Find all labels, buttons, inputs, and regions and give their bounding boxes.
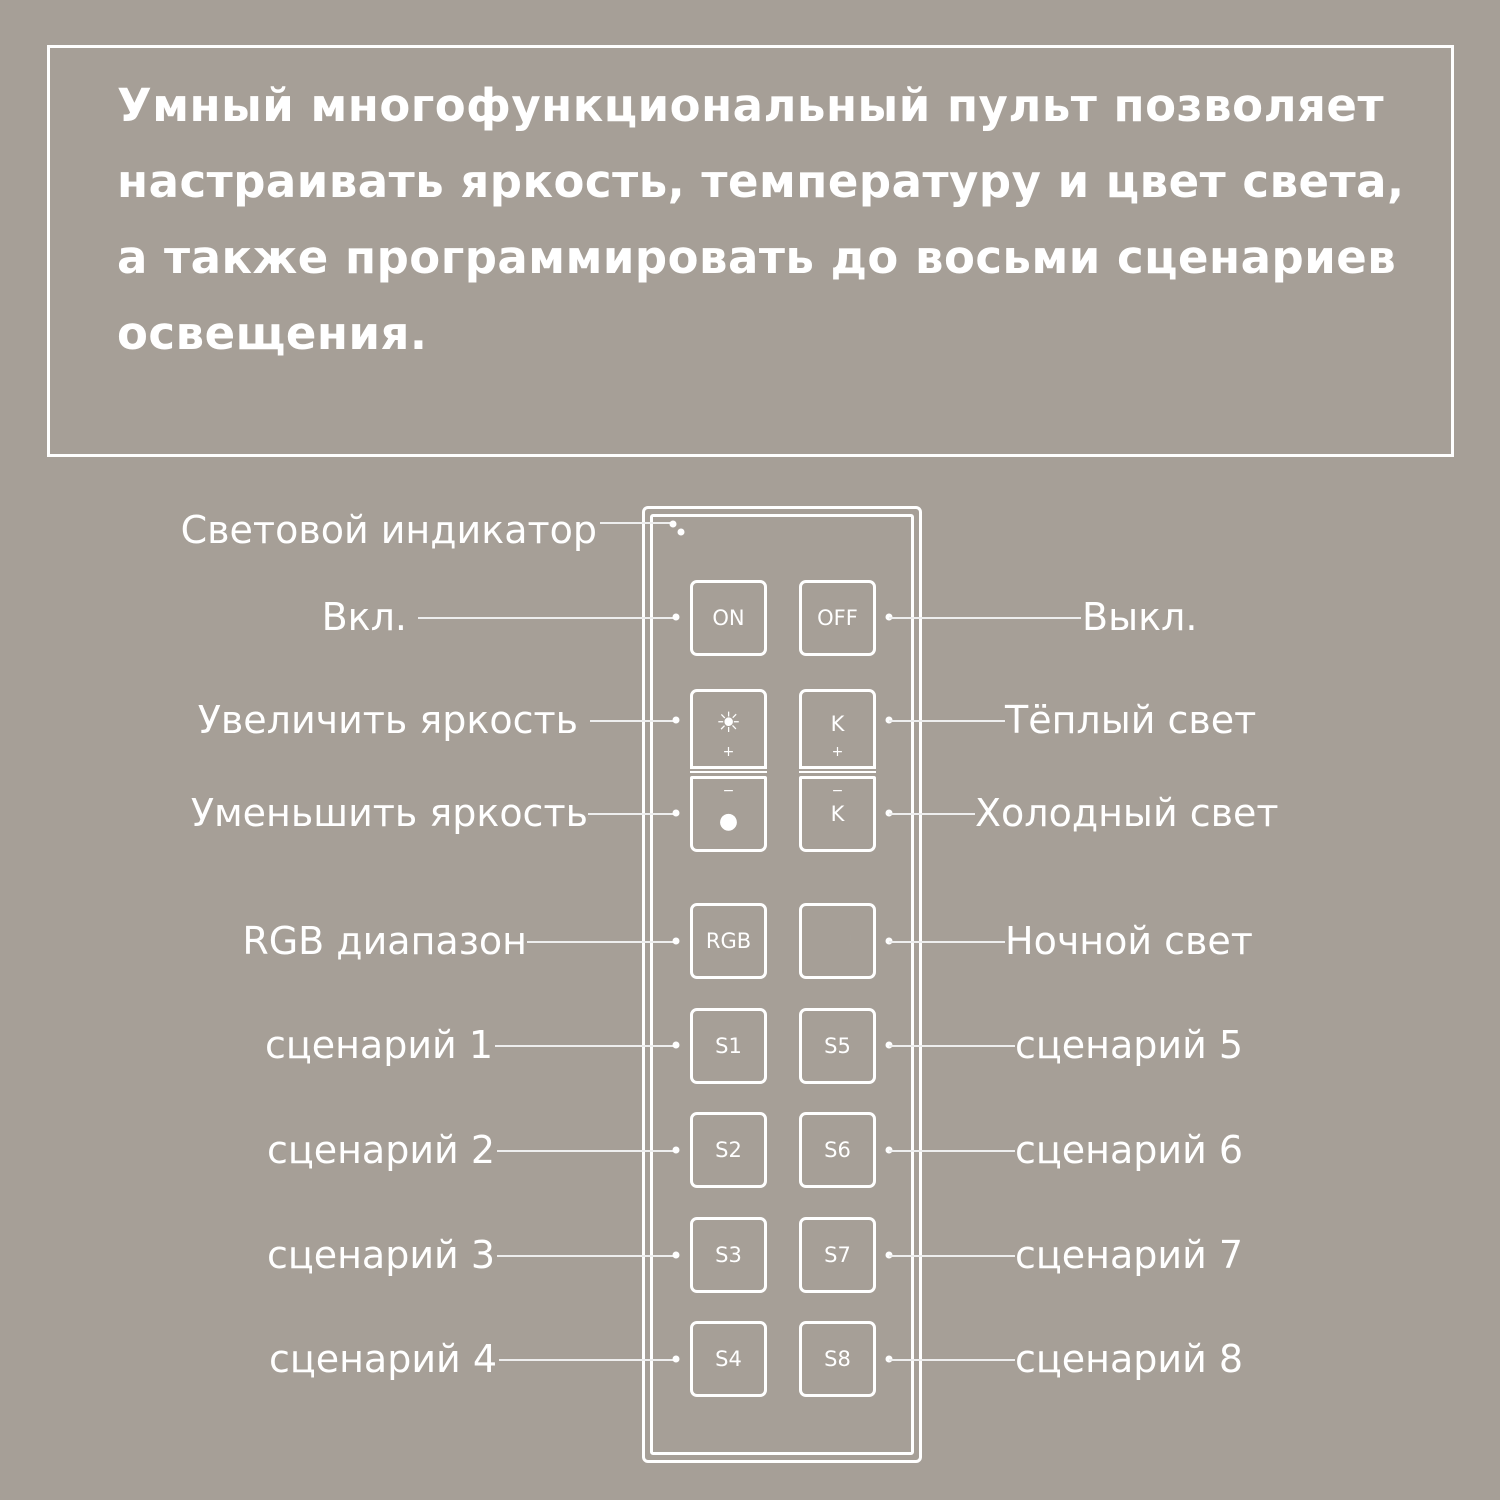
sun-icon: ☀: [715, 705, 742, 739]
label-brightness-down: Уменьшить яркость: [190, 791, 588, 835]
k-letter: K: [830, 802, 845, 826]
scene-4-button[interactable]: S4: [690, 1321, 767, 1397]
callout-line: [889, 941, 1005, 943]
callout-line: [889, 1255, 1015, 1257]
label-scene-3: сценарий 3: [266, 1233, 495, 1277]
label-scene-7: сценарий 7: [1015, 1233, 1244, 1277]
night-light-button[interactable]: [799, 903, 876, 979]
label-warm-light: Тёплый свет: [1005, 698, 1257, 742]
brightness-up-button[interactable]: ☀ +: [690, 689, 767, 769]
on-button[interactable]: ON: [690, 580, 767, 656]
callout-line: [889, 720, 1005, 722]
cold-light-button[interactable]: − K: [799, 776, 876, 852]
scene-6-button[interactable]: S6: [799, 1112, 876, 1188]
label-scene-5: сценарий 5: [1015, 1023, 1244, 1067]
warm-light-button[interactable]: K +: [799, 689, 876, 769]
remote-panel: [650, 514, 914, 1455]
callout-line: [497, 1255, 676, 1257]
callout-dot: [672, 716, 680, 724]
callout-line: [499, 1359, 676, 1361]
scene-5-button[interactable]: S5: [799, 1008, 876, 1084]
remote-body: [642, 506, 922, 1463]
callout-dot: [672, 1041, 680, 1049]
scene-3-button[interactable]: S3: [690, 1217, 767, 1293]
label-scene-6: сценарий 6: [1015, 1128, 1244, 1172]
callout-line: [889, 617, 1081, 619]
scene-7-button[interactable]: S7: [799, 1217, 876, 1293]
callout-line: [418, 617, 676, 619]
callout-dot: [672, 1146, 680, 1154]
callout-line: [495, 1045, 676, 1047]
scene-2-button[interactable]: S2: [690, 1112, 767, 1188]
scene-1-button[interactable]: S1: [690, 1008, 767, 1084]
plus-sign: +: [831, 744, 844, 760]
button-divider: [690, 767, 767, 773]
callout-line: [889, 1045, 1015, 1047]
callout-line: [590, 720, 676, 722]
callout-dot: [672, 1251, 680, 1259]
callout-line: [600, 522, 672, 524]
callout-line: [889, 1150, 1015, 1152]
callout-line: [497, 1150, 676, 1152]
callout-dot: [672, 809, 680, 817]
sun-icon: ●: [718, 808, 739, 834]
brightness-down-button[interactable]: − ●: [690, 776, 767, 852]
heading-frame: [47, 45, 1454, 457]
k-letter: K: [830, 712, 845, 736]
minus-sign: −: [831, 783, 844, 799]
label-off: Выкл.: [1082, 595, 1198, 639]
callout-line: [889, 813, 975, 815]
label-scene-8: сценарий 8: [1015, 1337, 1244, 1381]
minus-sign: −: [722, 783, 735, 799]
callout-line: [889, 1359, 1015, 1361]
callout-dot: [672, 937, 680, 945]
callout-line: [527, 941, 676, 943]
label-on: Вкл.: [321, 595, 407, 639]
label-scene-4: сценарий 4: [268, 1337, 497, 1381]
moon-icon: [821, 925, 851, 954]
label-cold-light: Холодный свет: [975, 791, 1279, 835]
callout-dot: [672, 1355, 680, 1363]
button-divider: [799, 767, 876, 773]
rgb-button[interactable]: RGB: [690, 903, 767, 979]
label-rgb: RGB диапазон: [242, 919, 527, 963]
indicator-light: [677, 528, 685, 536]
callout-line: [588, 813, 676, 815]
callout-dot: [672, 613, 680, 621]
off-button[interactable]: OFF: [799, 580, 876, 656]
plus-sign: +: [722, 744, 735, 760]
label-night-light: Ночной свет: [1005, 919, 1253, 963]
label-brightness-up: Увеличить яркость: [197, 698, 578, 742]
scene-8-button[interactable]: S8: [799, 1321, 876, 1397]
label-scene-1: сценарий 1: [264, 1023, 493, 1067]
callout-dot: [669, 520, 677, 528]
heading: Умный многофункциональный пульт позволяе…: [117, 79, 1405, 360]
label-scene-2: сценарий 2: [266, 1128, 495, 1172]
indicator-label: Световой индикатор: [180, 508, 597, 552]
